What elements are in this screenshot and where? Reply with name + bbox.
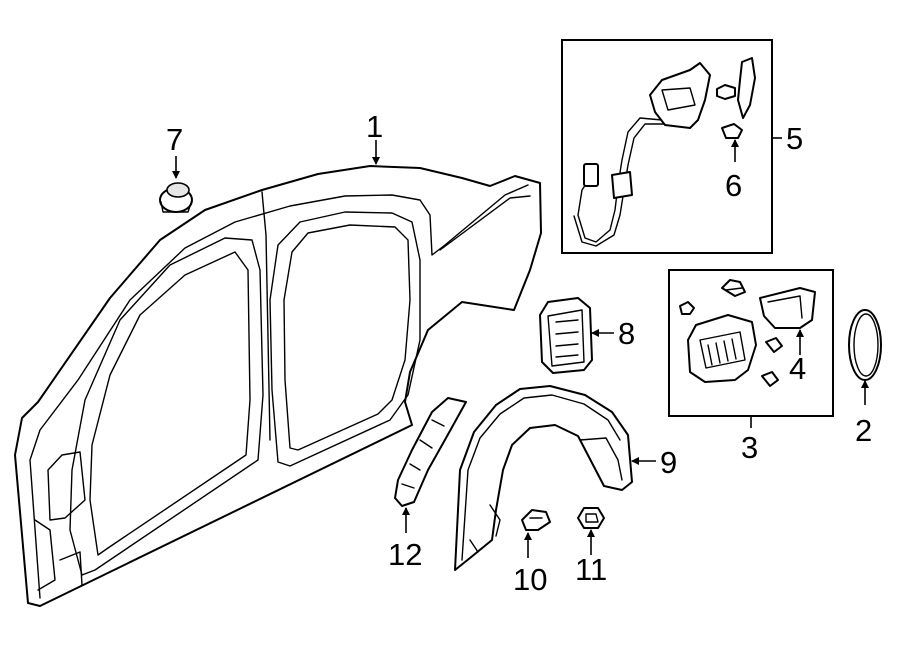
callout-5: 5 bbox=[786, 121, 803, 156]
group-box-5 bbox=[561, 39, 773, 254]
callout-2: 2 bbox=[855, 413, 872, 448]
splash-shield-part bbox=[394, 397, 467, 507]
screw-part bbox=[521, 509, 551, 531]
callout-4: 4 bbox=[789, 351, 806, 386]
callout-3: 3 bbox=[741, 430, 758, 465]
callout-6: 6 bbox=[725, 168, 742, 203]
callout-9: 9 bbox=[660, 445, 677, 480]
callout-7: 7 bbox=[166, 122, 183, 157]
callout-10: 10 bbox=[513, 562, 547, 597]
callout-12: 12 bbox=[388, 537, 422, 572]
fuel-door-housing-part bbox=[679, 279, 816, 387]
callout-8: 8 bbox=[618, 316, 635, 351]
quarter-panel bbox=[14, 165, 542, 607]
callout-1: 1 bbox=[366, 109, 383, 144]
fuel-door-part bbox=[848, 309, 882, 381]
wheelhouse-liner-part bbox=[454, 385, 633, 571]
callout-11: 11 bbox=[575, 552, 607, 587]
plug-part bbox=[159, 182, 193, 213]
vent-valve-part bbox=[539, 297, 593, 374]
release-cable-part bbox=[573, 57, 756, 247]
nut-part bbox=[577, 507, 605, 529]
